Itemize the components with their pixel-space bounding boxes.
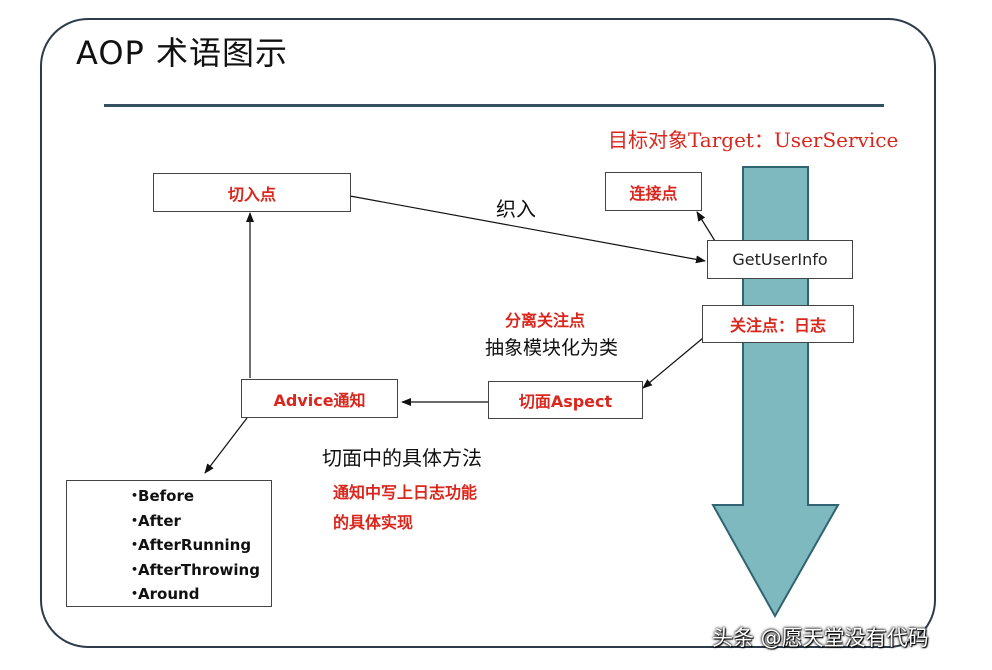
label-abstract-to-class: 抽象模块化为类 <box>485 337 619 359</box>
node-advice: Advice通知 <box>241 379 398 418</box>
advice-type-afterthrowing: AfterThrowing <box>131 558 271 583</box>
advice-type-afterrunning: AfterRunning <box>131 533 271 558</box>
node-aspect: 切面Aspect <box>488 381 643 419</box>
advice-types-list: Before After AfterRunning AfterThrowing … <box>66 480 272 607</box>
node-pointcut: 切入点 <box>153 173 351 212</box>
label-impl-line1: 通知中写上日志功能 <box>333 483 478 502</box>
advice-type-after: After <box>131 509 271 534</box>
advice-type-before: Before <box>131 484 271 509</box>
slide-title: AOP 术语图示 <box>76 34 288 72</box>
arrow-pointcut-to-getuserinfo <box>349 195 706 264</box>
node-getuserinfo: GetUserInfo <box>707 240 853 279</box>
node-concern: 关注点：日志 <box>702 305 854 343</box>
title-divider <box>104 104 884 107</box>
node-joinpoint: 连接点 <box>605 172 702 211</box>
advice-type-around: Around <box>131 582 271 607</box>
target-flow-arrow <box>711 166 840 619</box>
arrow-getuserinfo-to-joinpoint <box>696 211 716 242</box>
label-impl-line2: 的具体实现 <box>333 513 414 532</box>
label-concrete-method: 切面中的具体方法 <box>322 446 482 470</box>
slide-frame <box>40 18 936 648</box>
label-separate-concern: 分离关注点 <box>505 311 586 330</box>
target-label: 目标对象Target：UserService <box>608 128 899 152</box>
watermark: 头条 @愿天堂没有代码 <box>712 626 929 650</box>
label-weave: 织入 <box>496 197 536 221</box>
arrow-concern-to-aspect <box>642 337 704 389</box>
arrow-advice-to-types <box>204 417 248 474</box>
